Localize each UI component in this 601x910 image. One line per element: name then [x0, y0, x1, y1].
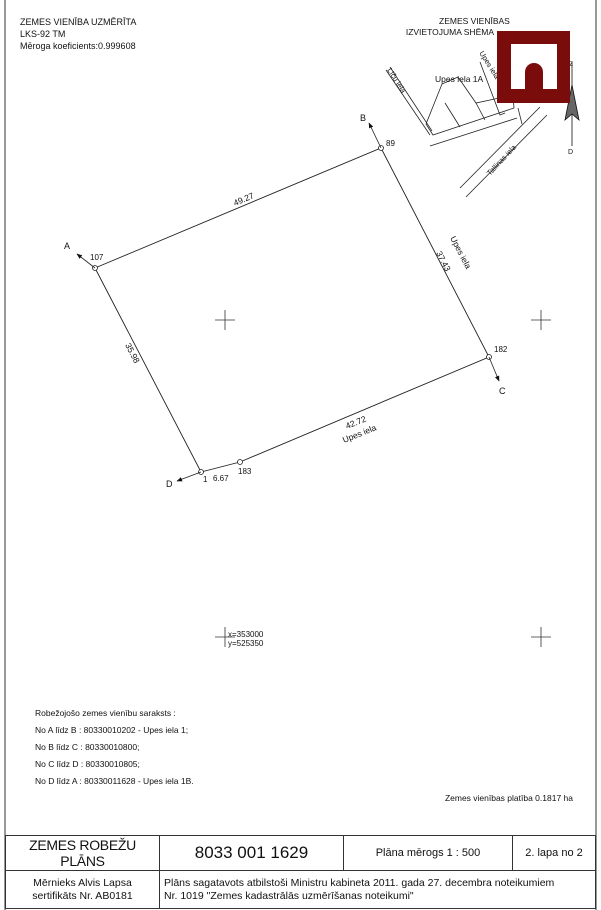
- page-number: 2. lapa no 2: [512, 835, 596, 871]
- parcel-area: Zemes vienības platība 0.1817 ha: [444, 793, 573, 803]
- surveyor-name: Mērnieks Alvis Lapsa: [33, 876, 132, 889]
- list-item: No C līdz D : 80330010805;: [35, 759, 140, 769]
- list-item: No B līdz C : 80330010800;: [35, 742, 140, 752]
- cadastre-number: 8033 001 1629: [159, 835, 344, 871]
- grid-crosses: [215, 310, 551, 647]
- survey-header: ZEMES VIENĪBA UZMĒRĪTA LKS-92 TM Mēroga …: [20, 16, 136, 52]
- neighbor-arrows: [76, 122, 500, 482]
- length-1-183: 6.67: [213, 474, 229, 483]
- north-label: Z: [569, 61, 573, 68]
- inset-title-line1: ZEMES VIENĪBAS: [439, 16, 510, 26]
- point-label-c: C: [499, 386, 506, 396]
- regulation-note: Plāns sagatavots atbilstoši Ministru kab…: [159, 870, 596, 909]
- parcel-boundary: [94, 147, 490, 473]
- length-bc: 37.43: [434, 249, 453, 273]
- scale-factor: Mēroga koeficients:0.999608: [20, 41, 136, 51]
- list-item: No D līdz A : 80330011628 - Upes iela 1B…: [35, 776, 194, 786]
- inset-label-upes-iela-1a: Upes iela 1A: [435, 74, 484, 84]
- south-label: D: [568, 149, 573, 156]
- north-arrow-icon: [564, 62, 580, 146]
- surveyor: Mērnieks Alvis Lapsa sertifikāts Nr. AB0…: [5, 870, 160, 909]
- neighbor-list: Robežojošo zemes vienību saraksts : No A…: [35, 705, 194, 790]
- point-number-183: 183: [238, 467, 252, 476]
- surveyor-certificate: sertifikāts Nr. AB0181: [32, 889, 133, 902]
- regulation-note-line2: Nr. 1019 "Zemes kadastrālās uzmērīšanas …: [164, 889, 414, 902]
- point-number-89: 89: [386, 139, 395, 148]
- title-block: ZEMES ROBEŽU PLĀNS 8033 001 1629 Plāna m…: [5, 835, 596, 909]
- length-da: 35.98: [123, 341, 142, 365]
- neighbor-list-title: Robežojošo zemes vienību saraksts :: [35, 708, 176, 718]
- logo: [497, 31, 570, 103]
- inset-title-line2: IZVIETOJUMA SHĒMA: [406, 27, 494, 37]
- point-number-182: 182: [494, 345, 508, 354]
- point-label-b: B: [360, 113, 366, 123]
- document-title: ZEMES ROBEŽU PLĀNS: [5, 835, 160, 871]
- boundary-vertices: [92, 145, 492, 475]
- location-scheme: [385, 61, 548, 198]
- plan-scale: Plāna mērogs 1 : 500: [343, 835, 513, 871]
- coordinate-x: x=353000: [228, 630, 264, 639]
- survey-title: ZEMES VIENĪBA UZMĒRĪTA: [20, 17, 137, 27]
- point-label-a: A: [64, 241, 70, 251]
- coordinate-system: LKS-92 TM: [20, 29, 66, 39]
- regulation-note-line1: Plāns sagatavots atbilstoši Ministru kab…: [164, 876, 555, 889]
- point-number-107: 107: [90, 253, 104, 262]
- inset-label-tallinas-iela: Tallinas iela: [485, 142, 519, 177]
- list-item: No A līdz B : 80330010202 - Upes iela 1;: [35, 725, 189, 735]
- point-number-1: 1: [203, 475, 208, 484]
- inset-label-licu-iela: Līču iela: [385, 66, 408, 95]
- coordinate-y: y=525350: [228, 639, 264, 648]
- point-label-d: D: [166, 479, 173, 489]
